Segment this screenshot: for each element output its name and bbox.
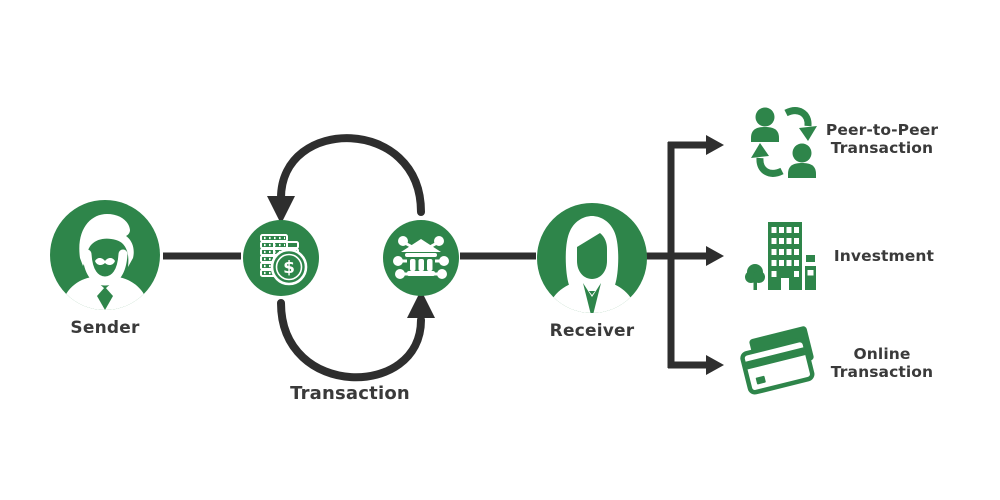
man-avatar-icon	[61, 214, 149, 310]
top-arc-arrow	[277, 134, 425, 216]
top-arc-arrowhead	[267, 196, 295, 224]
branch-middle-arrowhead	[706, 246, 724, 266]
branch-bottom-arrowhead	[706, 355, 724, 375]
bottom-arc-arrowhead	[407, 290, 435, 318]
outcome-label-line2: Transaction	[830, 363, 934, 381]
outcome-label-line1: Investment	[833, 247, 935, 265]
woman-avatar-icon	[547, 216, 637, 313]
receiver-avatar	[537, 203, 647, 313]
outcome-label-line2: Transaction	[830, 139, 934, 157]
receiver-node: Receiver	[537, 203, 647, 341]
branch-top-arrowhead	[706, 135, 724, 155]
bank-network-icon	[393, 236, 449, 279]
money-coins-icon: $	[260, 234, 308, 286]
transaction-label: Transaction	[290, 383, 410, 404]
sender-avatar	[50, 200, 160, 310]
outcome-label-line1: Peer-to-Peer	[825, 121, 939, 139]
network-node	[383, 220, 459, 296]
outcome-label-investment: Investment	[822, 247, 946, 265]
coins-node: $	[243, 220, 319, 296]
dollar-sign: $	[283, 258, 295, 278]
outcome-label-line1: Online	[853, 345, 911, 363]
bottom-arc-arrow	[277, 299, 425, 382]
peer-to-peer-icon	[751, 107, 817, 178]
outcome-label-online: Online Transaction	[820, 345, 944, 381]
sender-node: Sender	[50, 200, 160, 338]
investment-building-icon	[745, 222, 816, 290]
receiver-label: Receiver	[549, 321, 635, 341]
outcome-label-peer-to-peer: Peer-to-Peer Transaction	[820, 121, 944, 157]
sender-label: Sender	[70, 318, 140, 338]
credit-cards-icon	[740, 324, 817, 395]
